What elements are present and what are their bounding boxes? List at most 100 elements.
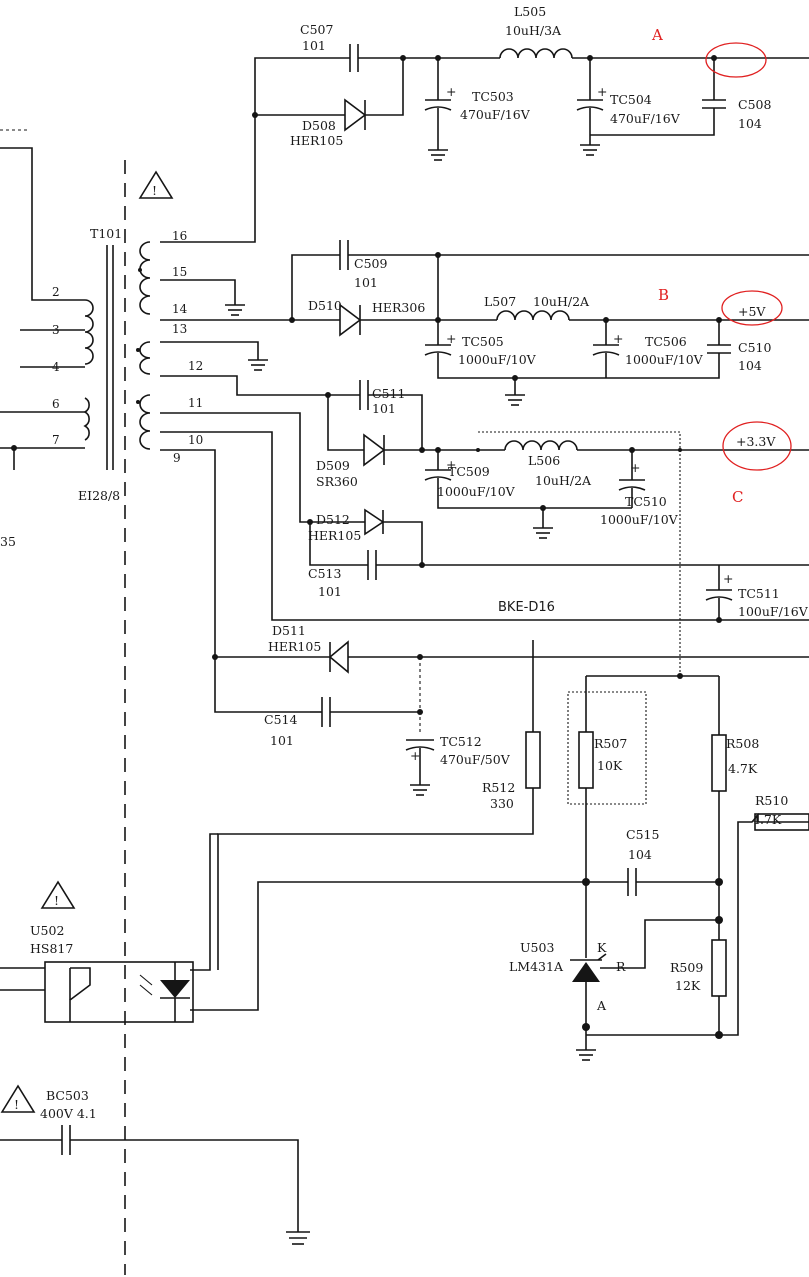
svg-text:330: 330 bbox=[490, 796, 514, 811]
svg-text:100uF/16V: 100uF/16V bbox=[738, 604, 809, 619]
svg-text:11: 11 bbox=[188, 396, 203, 410]
svg-text:C: C bbox=[732, 488, 743, 506]
svg-text:104: 104 bbox=[738, 116, 762, 131]
svg-text:A: A bbox=[596, 998, 607, 1013]
svg-text:15: 15 bbox=[172, 265, 187, 279]
svg-text:101: 101 bbox=[318, 584, 342, 599]
svg-text:C510: C510 bbox=[738, 340, 771, 355]
svg-text:13: 13 bbox=[172, 322, 187, 336]
svg-text:6: 6 bbox=[52, 397, 60, 411]
transformer-core: EI28/8 bbox=[78, 488, 120, 503]
svg-text:C511: C511 bbox=[372, 386, 405, 401]
svg-text:470uF/16V: 470uF/16V bbox=[610, 111, 681, 126]
svg-text:U503: U503 bbox=[520, 940, 554, 955]
svg-text:TC511: TC511 bbox=[738, 586, 780, 601]
svg-text:!: ! bbox=[14, 1097, 19, 1112]
svg-text:+: + bbox=[723, 571, 733, 586]
svg-text:400V 4.1: 400V 4.1 bbox=[40, 1106, 97, 1121]
svg-text:SR360: SR360 bbox=[316, 474, 358, 489]
warning-triangle-top: ! bbox=[138, 170, 174, 199]
svg-text:TC512: TC512 bbox=[440, 734, 482, 749]
svg-text:10uH/3A: 10uH/3A bbox=[505, 23, 562, 38]
svg-text:TC510: TC510 bbox=[625, 494, 667, 509]
output-3v3-label: +3.3V bbox=[736, 434, 776, 449]
svg-text:L506: L506 bbox=[528, 453, 560, 468]
svg-text:C515: C515 bbox=[626, 827, 659, 842]
svg-text:D511: D511 bbox=[272, 623, 306, 638]
svg-text:R512: R512 bbox=[482, 780, 515, 795]
svg-text:12K: 12K bbox=[675, 978, 701, 993]
svg-text:4: 4 bbox=[52, 360, 60, 374]
primary-side-wiring bbox=[0, 129, 85, 470]
rail-b-circuit: + + C509 101 D510 HER306 L507 10uH/2A TC… bbox=[160, 240, 809, 406]
svg-text:1000uF/10V: 1000uF/10V bbox=[458, 352, 537, 367]
svg-text:3: 3 bbox=[52, 323, 60, 337]
feedback-network: R512 330 R507 10K R508 4.7K R510 4.7K C5… bbox=[190, 640, 809, 1061]
svg-text:+: + bbox=[630, 460, 640, 475]
svg-text:2: 2 bbox=[52, 285, 60, 299]
svg-text:1000uF/10V: 1000uF/10V bbox=[437, 484, 516, 499]
capacitor-bc503: BC503 400V 4.1 bbox=[0, 1088, 310, 1245]
svg-text:10uH/2A: 10uH/2A bbox=[533, 294, 590, 309]
svg-text:R510: R510 bbox=[755, 793, 788, 808]
svg-text:D512: D512 bbox=[316, 512, 350, 527]
transformer-t101: T101 EI28/8 16 15 14 13 12 11 10 9 2 3 4… bbox=[52, 226, 203, 503]
red-annotations: A B C +5V +3.3V bbox=[651, 26, 792, 506]
svg-text:104: 104 bbox=[628, 847, 652, 862]
svg-text:+: + bbox=[410, 748, 420, 763]
svg-text:1000uF/10V: 1000uF/10V bbox=[625, 352, 704, 367]
stray-label: 35 bbox=[0, 534, 16, 549]
svg-text:14: 14 bbox=[172, 302, 188, 316]
transformer-ref: T101 bbox=[90, 226, 122, 241]
svg-text:16: 16 bbox=[172, 229, 187, 243]
svg-text:C508: C508 bbox=[738, 97, 771, 112]
svg-text:!: ! bbox=[54, 893, 59, 908]
svg-text:470uF/16V: 470uF/16V bbox=[460, 107, 531, 122]
svg-text:D510: D510 bbox=[308, 298, 342, 313]
aux-rail-circuit: + D512 HER105 C513 101 BKE-D16 TC511 100… bbox=[160, 412, 809, 623]
svg-text:101: 101 bbox=[302, 38, 326, 53]
svg-text:U502: U502 bbox=[30, 923, 64, 938]
svg-text:+: + bbox=[446, 331, 456, 346]
svg-text:4.7K: 4.7K bbox=[752, 812, 782, 827]
svg-text:104: 104 bbox=[738, 358, 762, 373]
bias-rail-circuit: + D511 HER105 C514 101 TC512 470uF/50V bbox=[160, 449, 809, 796]
svg-text:L505: L505 bbox=[514, 4, 546, 19]
svg-text:R: R bbox=[616, 959, 626, 974]
svg-text:470uF/50V: 470uF/50V bbox=[440, 752, 511, 767]
svg-text:+: + bbox=[446, 457, 456, 472]
svg-text:C509: C509 bbox=[354, 256, 387, 271]
svg-text:K: K bbox=[597, 940, 607, 955]
svg-text:R509: R509 bbox=[670, 960, 703, 975]
svg-text:+: + bbox=[446, 84, 456, 99]
svg-text:HER105: HER105 bbox=[290, 133, 343, 148]
svg-text:TC503: TC503 bbox=[472, 89, 514, 104]
warning-triangle-u502: ! bbox=[40, 880, 76, 909]
svg-text:D508: D508 bbox=[302, 118, 336, 133]
svg-text:BC503: BC503 bbox=[46, 1088, 89, 1103]
svg-text:HER105: HER105 bbox=[308, 528, 361, 543]
svg-text:TC504: TC504 bbox=[610, 92, 652, 107]
svg-text:12: 12 bbox=[188, 359, 203, 373]
svg-text:4.7K: 4.7K bbox=[728, 761, 758, 776]
svg-text:+: + bbox=[613, 331, 623, 346]
svg-text:10: 10 bbox=[188, 433, 203, 447]
svg-text:HS817: HS817 bbox=[30, 941, 73, 956]
svg-text:B: B bbox=[658, 286, 669, 304]
svg-text:C507: C507 bbox=[300, 22, 333, 37]
svg-text:R508: R508 bbox=[726, 736, 759, 751]
svg-text:HER105: HER105 bbox=[268, 639, 321, 654]
svg-text:R507: R507 bbox=[594, 736, 627, 751]
rail-a-circuit: + + C507 101 L505 10uH/3A D508 HER105 TC… bbox=[160, 4, 809, 243]
svg-text:101: 101 bbox=[270, 733, 294, 748]
svg-text:9: 9 bbox=[173, 451, 181, 465]
svg-text:10K: 10K bbox=[597, 758, 623, 773]
svg-text:TC505: TC505 bbox=[462, 334, 504, 349]
svg-text:HER306: HER306 bbox=[372, 300, 425, 315]
svg-text:101: 101 bbox=[354, 275, 378, 290]
svg-text:D509: D509 bbox=[316, 458, 350, 473]
svg-text:1000uF/10V: 1000uF/10V bbox=[600, 512, 679, 527]
svg-text:LM431A: LM431A bbox=[509, 959, 564, 974]
svg-text:10uH/2A: 10uH/2A bbox=[535, 473, 592, 488]
